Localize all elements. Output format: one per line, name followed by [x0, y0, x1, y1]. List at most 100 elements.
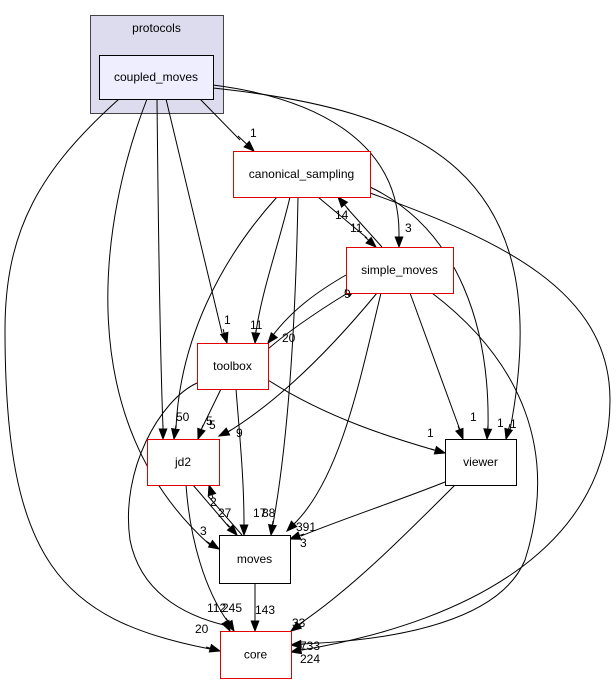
edge-line — [300, 481, 446, 537]
edge-coupled_moves-to-core[interactable] — [4, 98, 222, 653]
edge-connector — [222, 328, 225, 334]
edge-jd2-to-moves[interactable] — [192, 484, 238, 537]
edge-canonical_sampling-to-viewer[interactable] — [369, 186, 493, 441]
edge-connector — [271, 334, 275, 339]
edge-moves-to-jd2[interactable] — [207, 483, 243, 536]
edge-label[interactable]: 1 — [224, 313, 231, 327]
arrowhead-icon — [250, 620, 260, 633]
edge-simple_moves-to-jd2[interactable] — [217, 292, 378, 437]
edge-label[interactable]: 5 — [209, 418, 216, 432]
edge-label[interactable]: 3 — [200, 524, 207, 538]
edge-simple_moves-to-toolbox[interactable] — [267, 274, 347, 345]
node-toolbox[interactable]: toolbox — [197, 343, 269, 390]
edge-connector — [224, 620, 226, 623]
edge-connector — [430, 448, 436, 451]
edge-label[interactable]: 14 — [335, 208, 349, 222]
edge-label[interactable]: 88 — [262, 506, 276, 520]
edge-canonical_sampling-to-moves[interactable] — [268, 196, 299, 537]
node-label: core — [244, 648, 268, 662]
edge-label[interactable]: 1 — [470, 410, 477, 424]
edge-label[interactable]: 5 — [206, 414, 213, 428]
edge-toolbox-to-viewer[interactable] — [267, 379, 447, 455]
edge-connector — [300, 648, 306, 651]
edge-line — [212, 87, 521, 431]
edge-connector — [225, 617, 230, 623]
edge-line — [369, 186, 489, 429]
node-coupled-moves[interactable]: coupled_moves — [99, 55, 214, 100]
edge-connector — [364, 236, 369, 241]
edge-line — [212, 84, 400, 236]
edge-toolbox-to-jd2[interactable] — [197, 388, 222, 441]
edge-label[interactable]: 1 — [497, 416, 504, 430]
edge-coupled_moves-to-viewer[interactable] — [212, 87, 521, 441]
arrowhead-icon — [197, 427, 206, 441]
edge-label[interactable]: 1 — [427, 426, 434, 440]
edge-simple_moves-to-moves[interactable] — [286, 292, 382, 532]
node-core[interactable]: core — [220, 631, 292, 679]
arrowhead-icon — [268, 523, 277, 537]
edge-label[interactable]: 9 — [344, 287, 351, 301]
edge-label[interactable]: 143 — [255, 603, 275, 617]
arrowhead-icon — [158, 428, 168, 441]
edge-label[interactable]: 11 — [350, 221, 363, 235]
node-label: moves — [237, 552, 272, 566]
edge-jd2-to-core[interactable] — [185, 484, 235, 633]
edge-simple_moves-to-core[interactable] — [289, 292, 539, 649]
node-label: canonical_sampling — [249, 167, 354, 181]
edge-label[interactable]: 20 — [195, 622, 209, 636]
edge-coupled_moves-to-simple_moves[interactable] — [212, 84, 404, 249]
node-box — [219, 535, 291, 584]
edge-label[interactable]: 391 — [296, 520, 316, 534]
edge-label[interactable]: 17 — [253, 506, 267, 520]
edge-simple_moves-to-viewer[interactable] — [409, 292, 464, 441]
edge-label[interactable]: 20 — [282, 331, 296, 345]
edge-connector — [200, 424, 204, 430]
edge-canonical_sampling-to-toolbox[interactable] — [251, 196, 291, 345]
edge-viewer-to-core[interactable] — [289, 484, 456, 632]
edge-label[interactable]: 1 — [250, 126, 257, 140]
edge-viewer-to-moves[interactable] — [288, 481, 446, 540]
edge-label[interactable]: 1 — [510, 417, 517, 431]
edge-connector — [299, 533, 305, 537]
edge-label[interactable]: 245 — [222, 601, 242, 615]
arrowhead-icon — [433, 445, 447, 455]
edge-coupled_moves-to-toolbox[interactable] — [165, 98, 229, 345]
edge-label[interactable]: 9 — [236, 426, 243, 440]
node-viewer[interactable]: viewer — [445, 439, 517, 486]
edge-simple_moves-to-canonical_sampling[interactable] — [337, 195, 383, 248]
edge-connector — [508, 423, 511, 430]
node-simple-moves[interactable]: simple_moves — [346, 247, 454, 294]
edge-label[interactable]: 733 — [300, 639, 320, 653]
edge-toolbox-to-moves[interactable] — [235, 388, 249, 537]
edge-label[interactable]: 3 — [405, 221, 412, 235]
edge-connector — [205, 540, 211, 545]
node-moves[interactable]: moves — [219, 535, 291, 584]
edge-line — [255, 196, 291, 333]
edge-line — [185, 484, 229, 623]
edge-label[interactable]: 112 — [207, 601, 226, 615]
edge-label[interactable]: 11 — [250, 318, 263, 332]
node-jd2[interactable]: jd2 — [147, 439, 220, 486]
edge-line — [272, 196, 299, 525]
edge-canonical_sampling-to-core[interactable] — [289, 192, 611, 655]
edge-connector — [298, 622, 303, 626]
edge-line — [207, 495, 243, 536]
edge-line — [107, 98, 211, 546]
node-canonical-sampling[interactable]: canonical_sampling — [233, 151, 371, 198]
edge-line — [235, 388, 245, 525]
edge-label[interactable]: 27 — [218, 506, 232, 520]
edge-line — [346, 207, 383, 248]
edge-coupled_moves-to-canonical_sampling[interactable] — [199, 98, 256, 152]
edge-coupled_moves-to-moves[interactable] — [107, 98, 221, 550]
edge-coupled_moves-to-jd2[interactable] — [156, 98, 168, 441]
edge-label[interactable]: 33 — [292, 616, 306, 630]
arrowhead-icon — [251, 332, 261, 345]
edge-label[interactable]: 3 — [300, 536, 307, 550]
edge-moves-to-core[interactable] — [250, 583, 260, 633]
edge-label[interactable]: 224 — [300, 652, 320, 666]
edge-connector — [226, 523, 231, 528]
edge-canonical_sampling-to-simple_moves[interactable] — [317, 196, 378, 248]
edge-connector — [227, 429, 232, 432]
edge-label[interactable]: 50 — [176, 410, 190, 424]
edge-label[interactable]: 2 — [210, 495, 217, 509]
